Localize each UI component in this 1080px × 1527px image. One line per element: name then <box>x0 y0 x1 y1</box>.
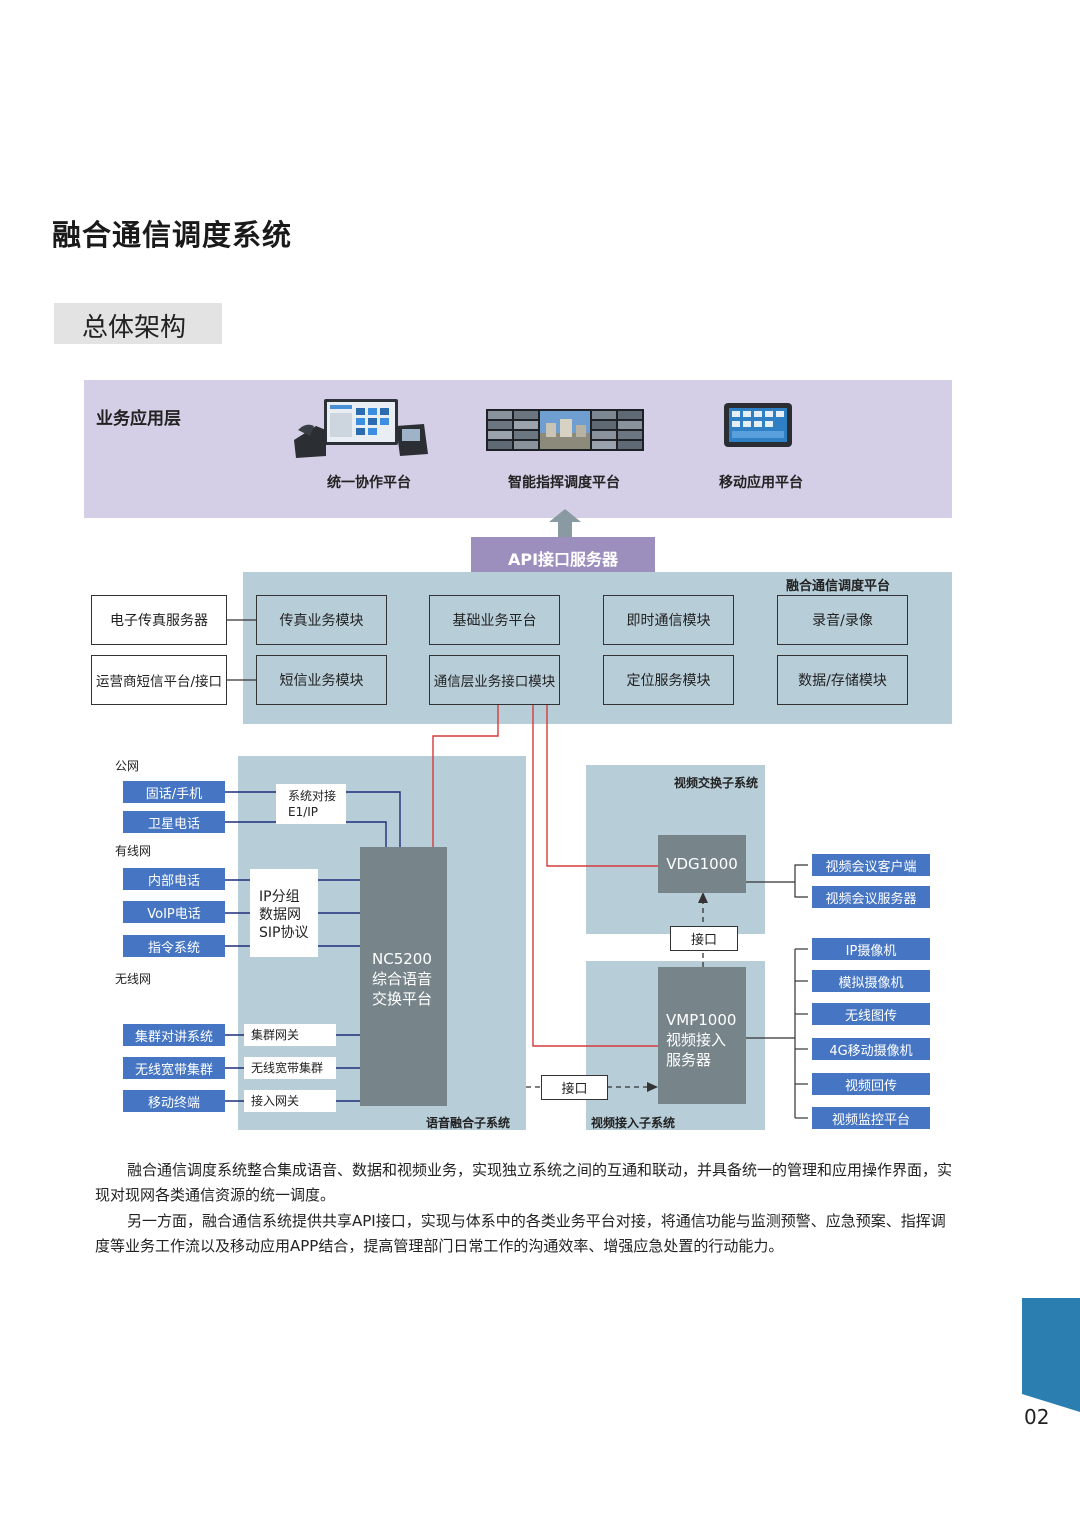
description-paragraph-2: 另一方面，融合通信系统提供共享API接口，实现与体系中的各类业务平台对接，将通信… <box>95 1212 946 1255</box>
vmp1000-line1: VMP1000 <box>666 1011 737 1029</box>
input-ip-camera: IP摄像机 <box>812 938 930 960</box>
e1-line2: E1/IP <box>288 805 319 819</box>
vmp1000-line3: 服务器 <box>666 1051 712 1069</box>
collaboration-devices-image <box>292 396 432 460</box>
module-comm-interface: 通信层业务接口模块 <box>429 655 560 705</box>
gateway-access: 接入网关 <box>244 1090 336 1112</box>
terminal-command: 指令系统 <box>123 935 225 957</box>
section-title: 总体架构 <box>82 313 187 343</box>
page-corner-tab <box>1022 1298 1080 1412</box>
video-switch-label: 视频交换子系统 <box>674 776 759 790</box>
gateway-trunking: 集群网关 <box>244 1024 336 1046</box>
video-conf-client: 视频会议客户端 <box>812 854 930 876</box>
terminal-phone: 固话/手机 <box>123 781 225 803</box>
terminal-broadband: 无线宽带集群 <box>123 1057 225 1079</box>
vmp1000-device: VMP1000 视频接入 服务器 <box>658 967 746 1104</box>
module-storage: 数据/存储模块 <box>777 655 908 705</box>
vmp1000-line2: 视频接入 <box>666 1031 727 1049</box>
terminal-trunking: 集群对讲系统 <box>123 1024 225 1046</box>
module-location: 定位服务模块 <box>603 655 734 705</box>
terminal-mobile: 移动终端 <box>123 1090 225 1112</box>
command-video-wall-image <box>486 409 644 451</box>
interface-box-horizontal: 接口 <box>541 1075 608 1100</box>
ip-line3: SIP协议 <box>259 925 309 941</box>
network-wired-label: 有线网 <box>115 844 152 858</box>
input-4g-camera: 4G移动摄像机 <box>812 1038 930 1060</box>
module-base-platform: 基础业务平台 <box>429 595 560 645</box>
ip-protocol-box: IP分组 数据网 SIP协议 <box>250 869 318 957</box>
ip-line1: IP分组 <box>259 889 300 905</box>
terminal-satellite: 卫星电话 <box>123 811 225 833</box>
module-sms: 短信业务模块 <box>256 655 387 705</box>
e1-interface-box: 系统对接 E1/IP <box>276 784 346 824</box>
app-layer-label: 业务应用层 <box>96 409 181 429</box>
input-analog-camera: 模拟摄像机 <box>812 970 930 992</box>
input-wireless-transmit: 无线图传 <box>812 1003 930 1025</box>
page-title: 融合通信调度系统 <box>52 218 293 252</box>
fax-server-box: 电子传真服务器 <box>91 595 227 645</box>
description-paragraph-1: 融合通信调度系统整合集成语音、数据和视频业务，实现独立系统之间的互通和联动，并具… <box>95 1161 953 1204</box>
interface-box-vertical: 接口 <box>670 926 738 951</box>
input-monitor-platform: 视频监控平台 <box>812 1107 930 1129</box>
module-recording: 录音/录像 <box>777 595 908 645</box>
module-im: 即时通信模块 <box>603 595 734 645</box>
page-number: 02 <box>1024 1405 1050 1429</box>
mobile-tablet-image <box>724 403 792 447</box>
voice-subsystem-label: 语音融合子系统 <box>426 1116 511 1130</box>
vdg1000-device: VDG1000 <box>658 835 746 893</box>
nc5200-line3: 交换平台 <box>372 990 433 1008</box>
network-wireless-label: 无线网 <box>115 972 152 986</box>
fusion-platform-label: 融合通信调度平台 <box>786 579 891 594</box>
nc5200-device: NC5200 综合语音 交换平台 <box>360 847 447 1106</box>
nc5200-line2: 综合语音 <box>372 970 433 988</box>
platform-label-collaboration: 统一协作平台 <box>327 475 411 491</box>
input-video-return: 视频回传 <box>812 1073 930 1095</box>
nc5200-line1: NC5200 <box>372 950 432 968</box>
e1-line1: 系统对接 <box>288 789 337 803</box>
platform-label-command: 智能指挥调度平台 <box>508 475 620 491</box>
section-tag: 总体架构 <box>54 303 222 344</box>
module-fax: 传真业务模块 <box>256 595 387 645</box>
ip-line2: 数据网 <box>259 907 301 923</box>
network-public-label: 公网 <box>115 759 140 773</box>
terminal-internal-phone: 内部电话 <box>123 868 225 890</box>
terminal-voip: VoIP电话 <box>123 901 225 923</box>
up-arrow-icon <box>549 509 581 537</box>
platform-label-mobile: 移动应用平台 <box>719 475 803 491</box>
video-access-label: 视频接入子系统 <box>591 1116 676 1130</box>
video-conf-server: 视频会议服务器 <box>812 886 930 908</box>
gateway-broadband: 无线宽带集群 <box>244 1057 336 1079</box>
sms-platform-box: 运营商短信平台/接口 <box>91 655 227 705</box>
